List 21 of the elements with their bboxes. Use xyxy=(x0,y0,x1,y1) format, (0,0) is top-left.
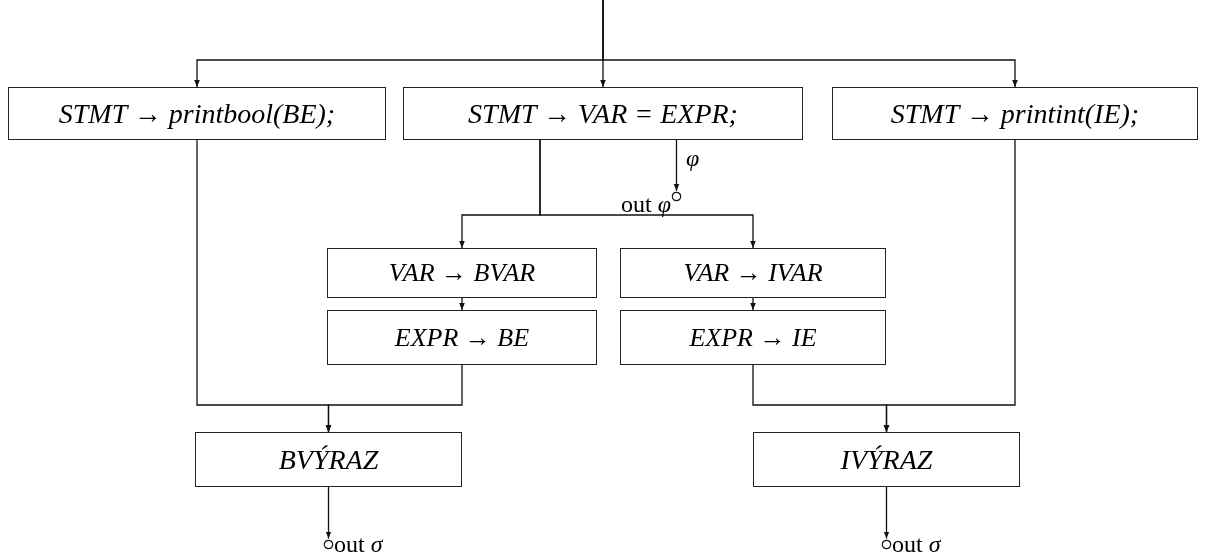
arrow xyxy=(539,139,756,249)
arrow xyxy=(750,297,756,311)
rule-text: VAR → IVAR xyxy=(683,258,823,288)
rule-text: STMT → printint(IE); xyxy=(890,97,1140,130)
arrow xyxy=(602,0,1018,88)
arrow xyxy=(673,139,680,192)
port-label: out φ xyxy=(621,190,671,218)
arrow xyxy=(325,364,463,433)
rule-text: VAR → BVAR xyxy=(388,258,536,288)
arrow xyxy=(325,486,332,540)
rule-text: STMT → VAR = EXPR; xyxy=(468,97,738,130)
port-label: out σ xyxy=(892,530,941,556)
rule-text: IVÝRAZ xyxy=(840,443,933,476)
arrow xyxy=(883,486,890,540)
rule-text: STMT → printbool(BE); xyxy=(58,97,336,130)
rule-text: EXPR → IE xyxy=(689,322,817,353)
arrow xyxy=(459,297,465,311)
rule-text: BVÝRAZ xyxy=(278,443,379,476)
port-label: out σ xyxy=(334,530,383,556)
arrow xyxy=(883,139,1016,433)
rule-text: EXPR → BE xyxy=(394,322,530,353)
